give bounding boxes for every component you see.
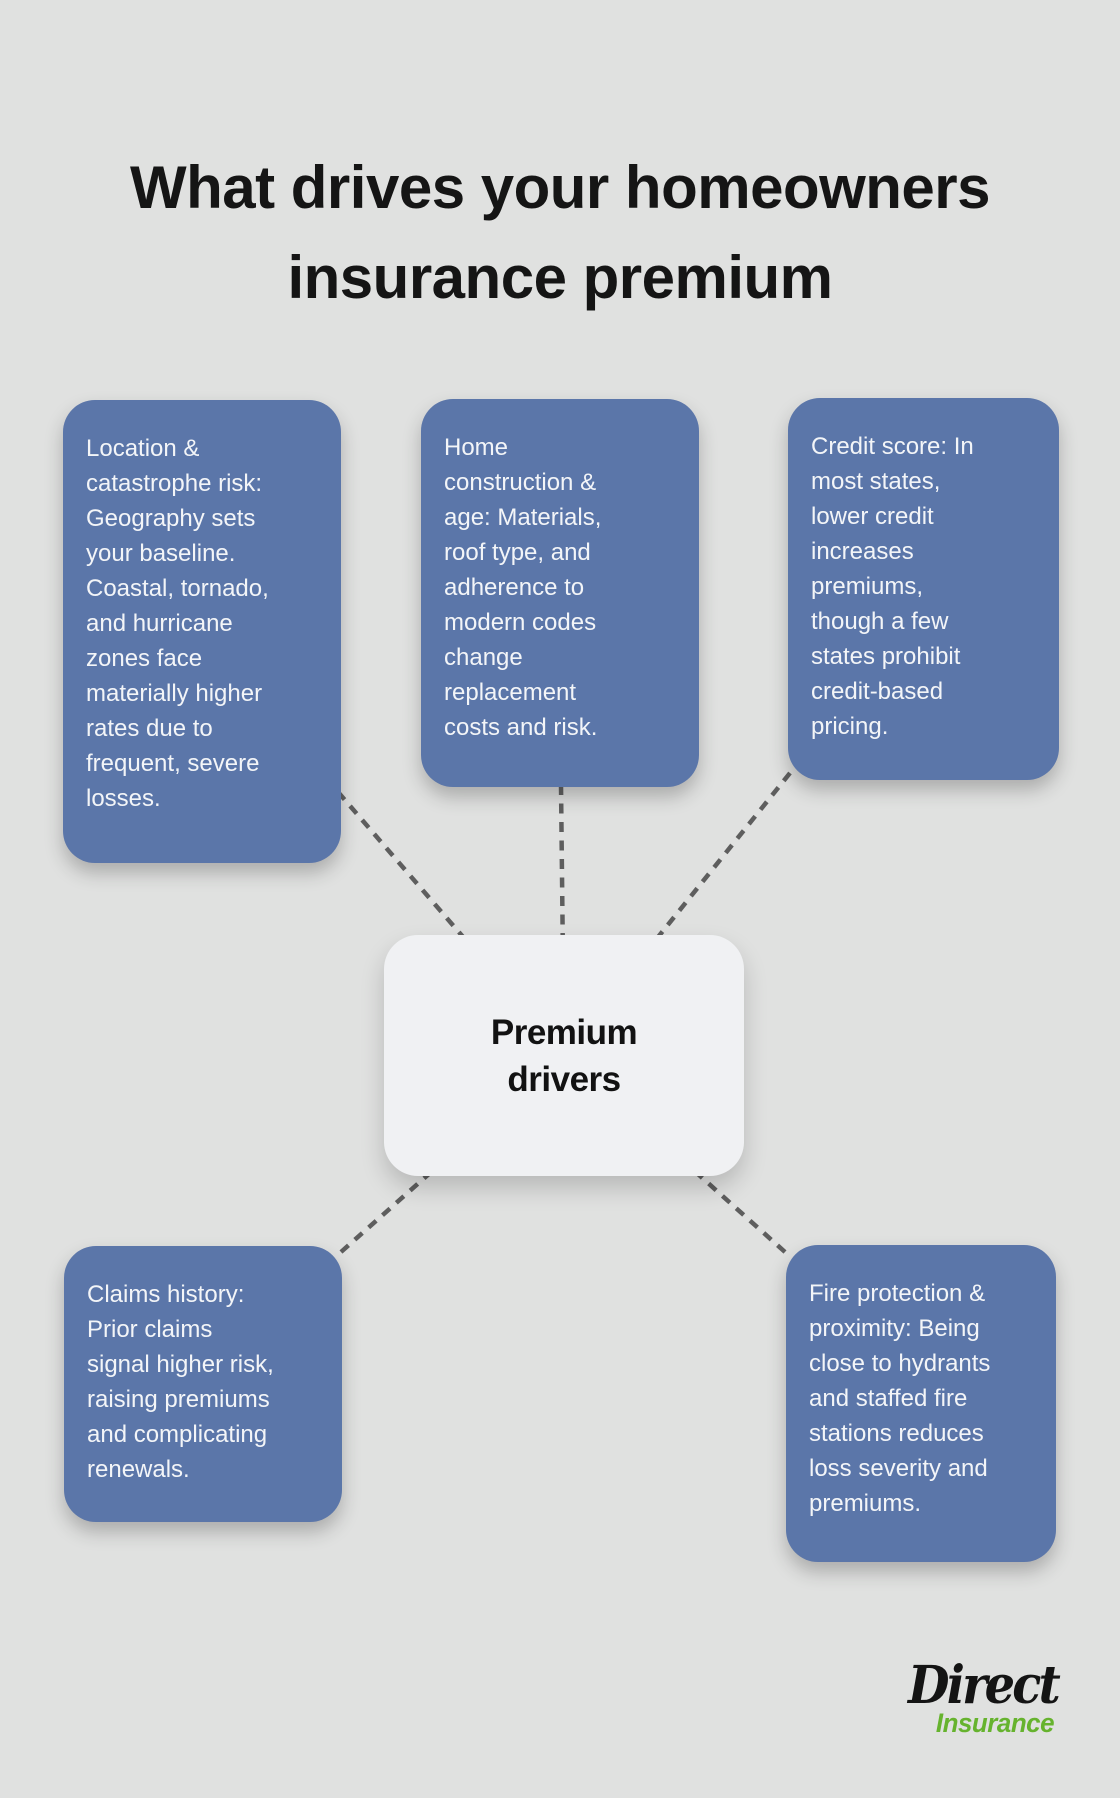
logo-wordmark-direct: Direct — [908, 1655, 1061, 1716]
page-title: What drives your homeowners insurance pr… — [129, 154, 991, 312]
center-node-premium-drivers: Premium drivers — [384, 935, 744, 1176]
driver-node-claims-history: Claims history: Prior claims signal high… — [64, 1246, 342, 1522]
logo-wordmark-insurance: Insurance — [935, 1708, 1055, 1738]
connector-location-to-center — [336, 790, 566, 1056]
driver-node-credit-score: Credit score: In most states, lower cred… — [788, 398, 1059, 780]
direct-insurance-logo: Direct Insurance — [895, 1655, 1061, 1738]
driver-node-home-construction-age: Home construction & age: Materials, roof… — [421, 399, 699, 787]
driver-node-location-catastrophe-risk: Location & catastrophe risk: Geography s… — [63, 400, 341, 863]
driver-node-fire-protection-proximity: Fire protection & proximity: Being close… — [786, 1245, 1056, 1562]
